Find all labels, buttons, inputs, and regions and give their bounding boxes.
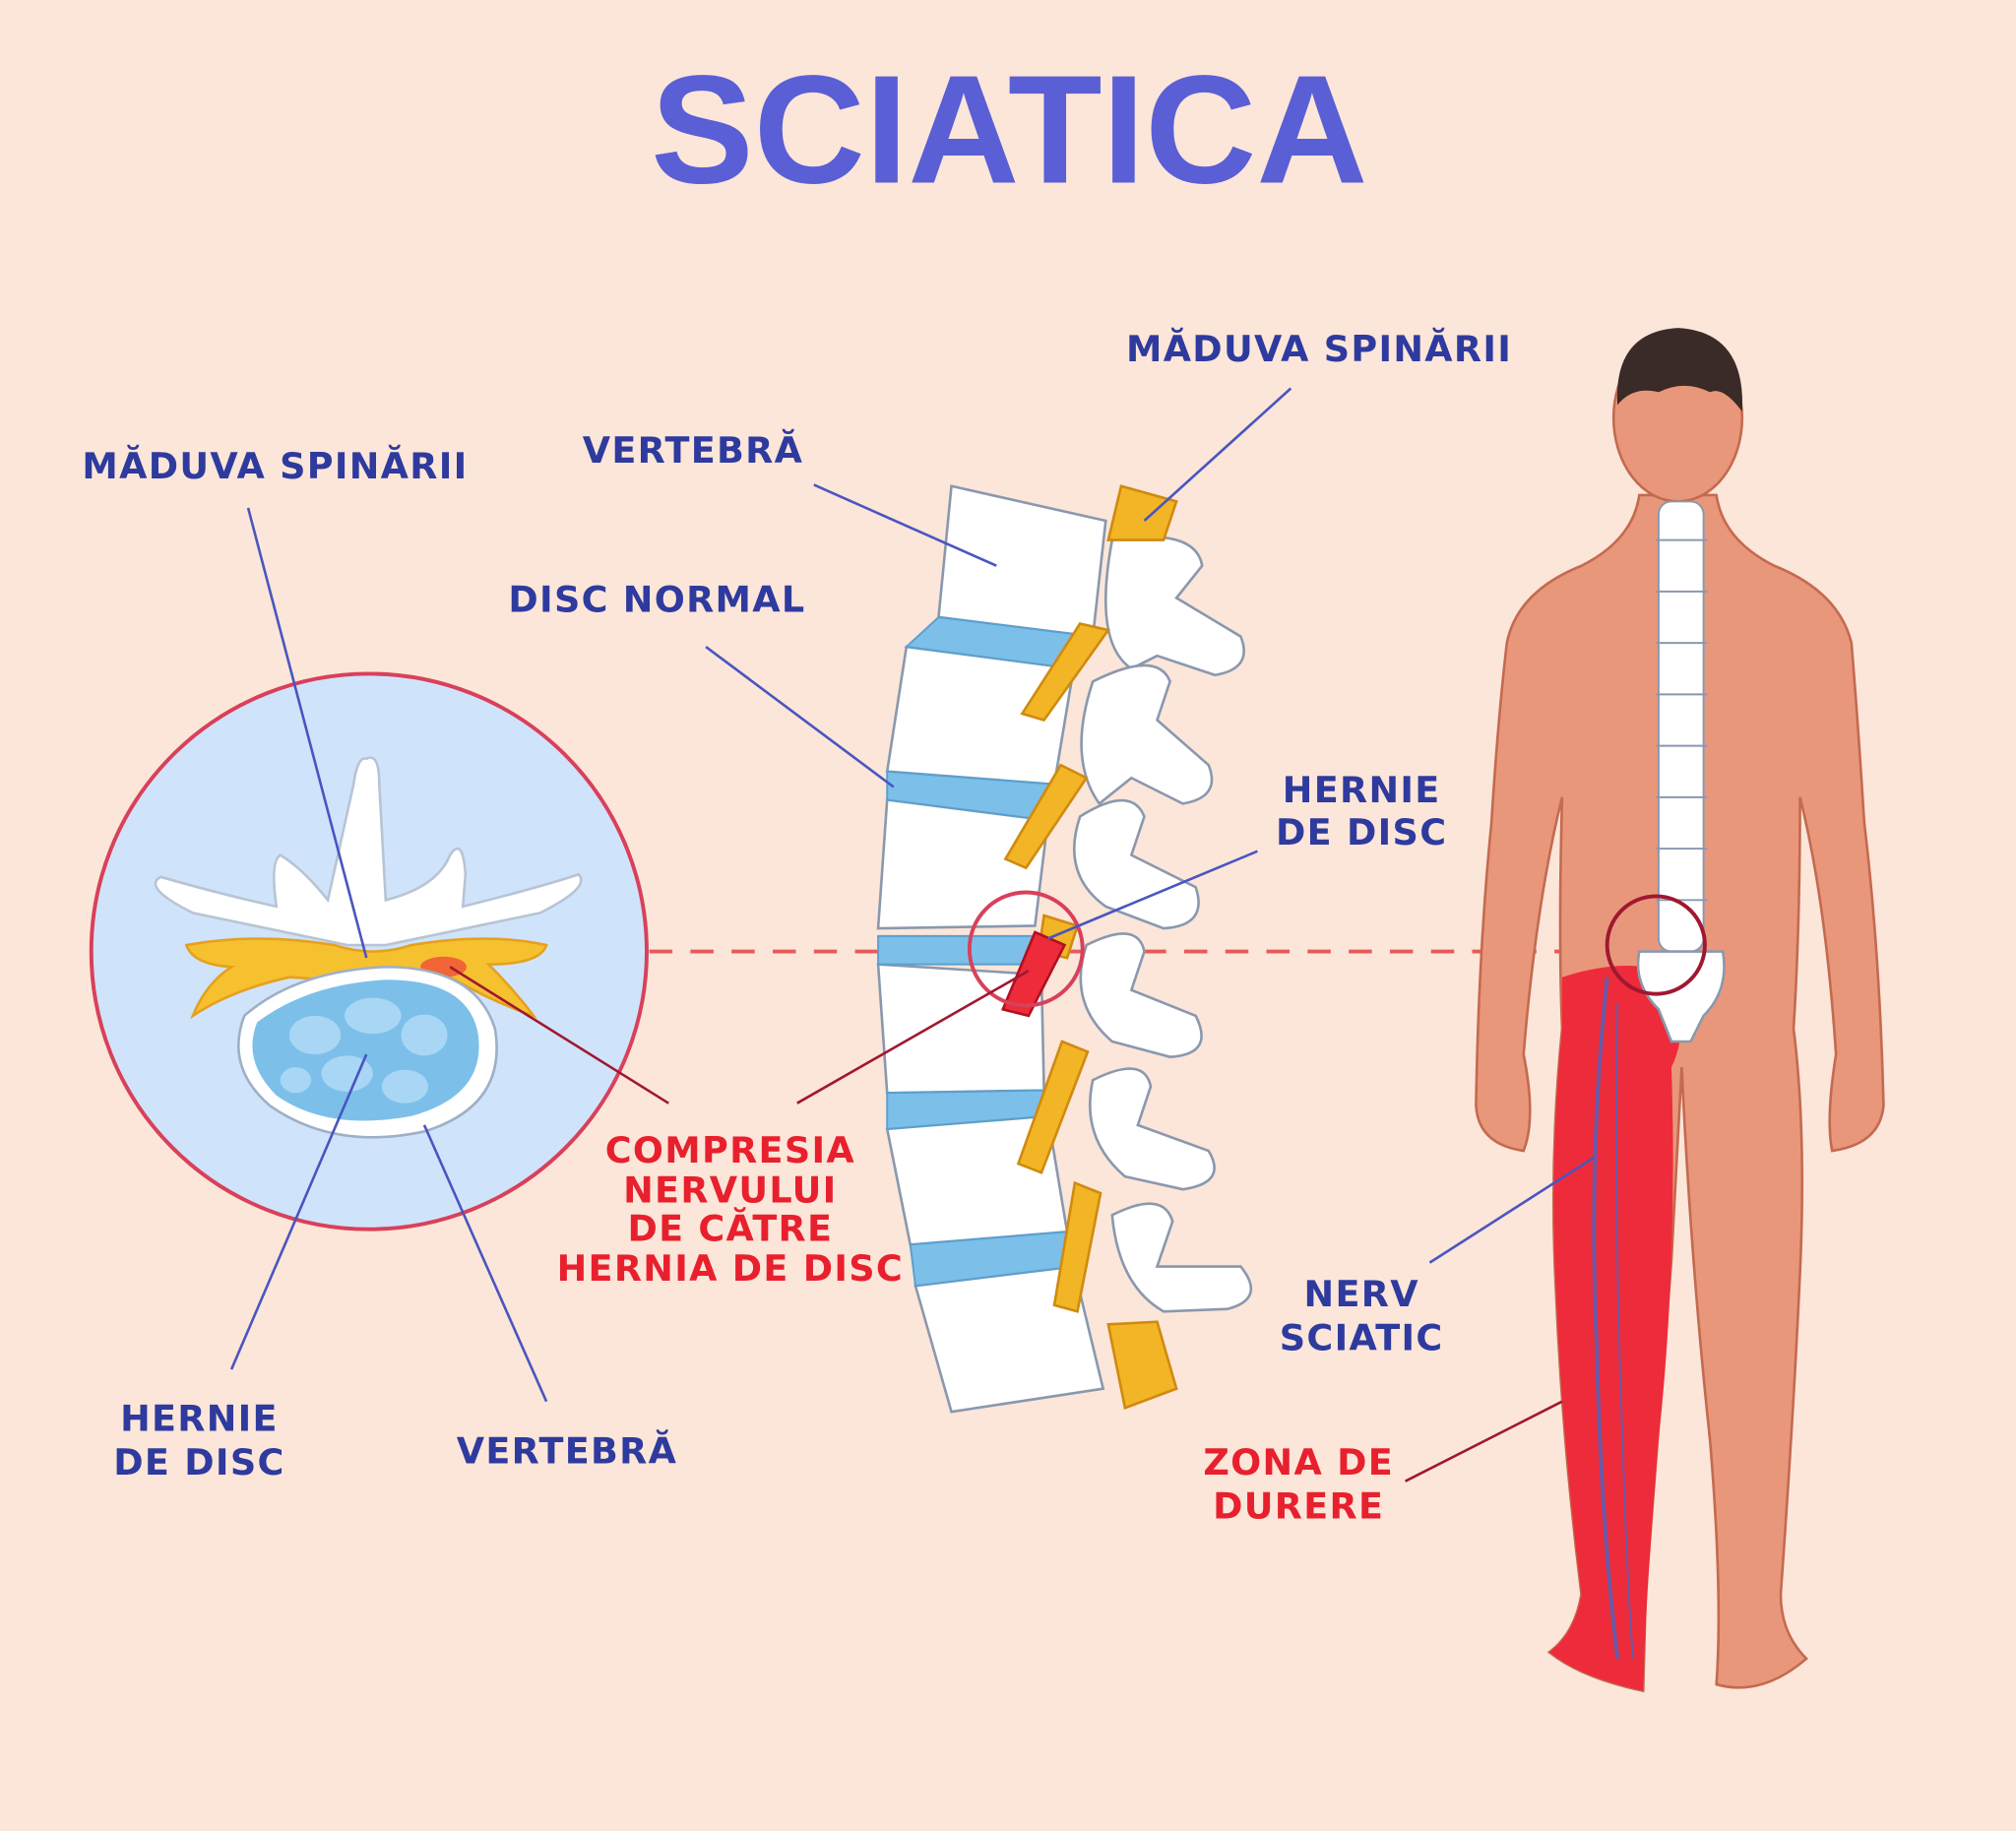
vertebra-cross-section: [89, 671, 649, 1231]
spine-side-view: [876, 484, 1253, 1414]
label-spinal-cord-left: MĂDUVA SPINĂRII: [82, 444, 468, 487]
label-herniated-disc-right: HERNIE: [1283, 769, 1441, 811]
label-herniated-disc-left: HERNIE: [120, 1398, 279, 1440]
label-herniated-disc-right: DE DISC: [1276, 811, 1447, 853]
pain-zone-leg: [1548, 965, 1681, 1691]
label-compression: HERNIA DE DISC: [557, 1247, 904, 1290]
label-compression: NERVULUI: [623, 1168, 837, 1211]
label-vertebra-bottom: VERTEBRĂ: [457, 1428, 677, 1472]
page-title: SCIATICA: [651, 44, 1367, 217]
label-vertebra-top: VERTEBRĂ: [583, 428, 803, 472]
spine-column: [1657, 500, 1705, 953]
human-body-back-view: [1475, 328, 1885, 1693]
label-spinal-cord-right: MĂDUVA SPINĂRII: [1126, 327, 1512, 370]
label-disc-normal: DISC NORMAL: [508, 579, 805, 621]
sacrum: [1636, 950, 1726, 1043]
label-herniated-disc-left: DE DISC: [113, 1441, 284, 1484]
label-pain-zone: ZONA DE: [1203, 1441, 1394, 1484]
label-sciatic-nerve: NERV: [1304, 1273, 1419, 1315]
label-compression: DE CĂTRE: [627, 1206, 833, 1249]
label-compression: COMPRESIA: [605, 1129, 855, 1171]
label-pain-zone: DURERE: [1213, 1485, 1384, 1528]
label-sciatic-nerve: SCIATIC: [1280, 1316, 1444, 1358]
leader-lines: [229, 387, 1596, 1483]
herniation-highlight-circle: [967, 890, 1085, 1008]
